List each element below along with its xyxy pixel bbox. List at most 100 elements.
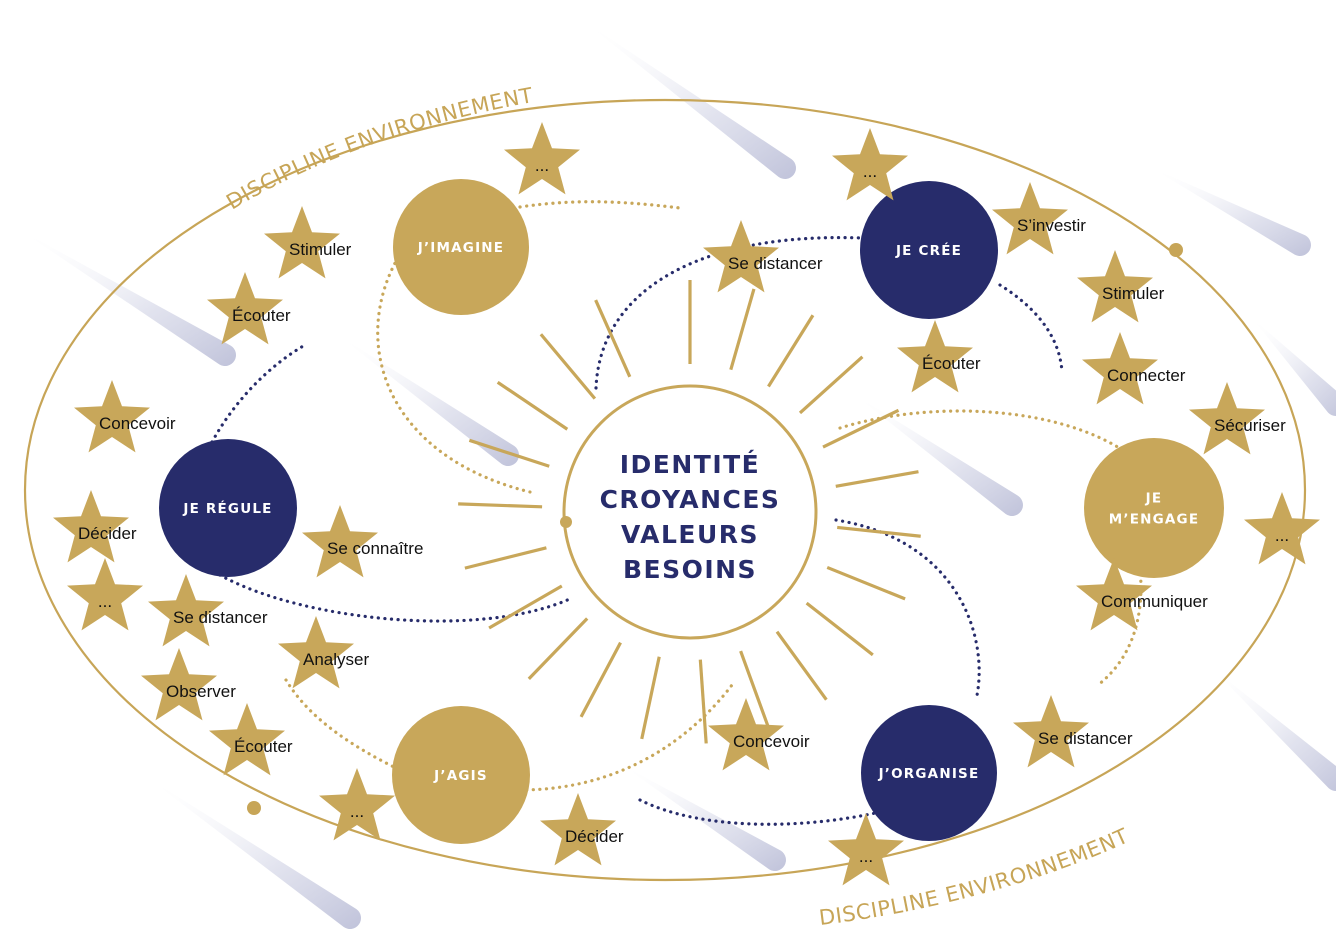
star-item: Décider xyxy=(540,793,624,866)
sun-ray xyxy=(579,641,622,718)
star-item: Écouter xyxy=(209,703,293,776)
star-label: Écouter xyxy=(234,737,293,756)
sun-ray xyxy=(822,408,900,449)
sun-ray xyxy=(837,525,921,538)
star-icon xyxy=(1077,250,1153,323)
node-circle xyxy=(392,706,530,844)
star-label: ... xyxy=(350,802,364,821)
star-item: Écouter xyxy=(207,272,291,345)
node-agis: J’AGIS xyxy=(392,706,530,844)
star-icon xyxy=(264,206,340,279)
star-item: ... xyxy=(319,768,395,841)
outer-ellipse xyxy=(23,98,1307,882)
star-icon xyxy=(53,490,129,563)
sun-ray xyxy=(805,601,874,657)
node-cree: JE CRÉE xyxy=(860,181,998,319)
orbit-arc xyxy=(998,283,1064,374)
node-label: J’ORGANISE xyxy=(878,766,980,782)
sun-ray xyxy=(767,314,815,388)
center-line: IDENTITÉ xyxy=(620,450,761,479)
orbit-arc xyxy=(834,518,981,702)
comet-icon xyxy=(1212,668,1336,791)
comet-icon xyxy=(1252,318,1336,416)
star-label: Se distancer xyxy=(173,608,268,627)
center-line: BESOINS xyxy=(623,555,757,584)
star-item: Stimuler xyxy=(264,206,352,279)
star-item: Se distancer xyxy=(1013,695,1133,768)
sun-ray xyxy=(798,355,864,415)
sun-ray xyxy=(835,470,919,488)
star-icon xyxy=(504,122,580,195)
orbit-arc xyxy=(284,678,402,772)
node-label: J’IMAGINE xyxy=(417,240,504,256)
star-label: Se connaître xyxy=(327,539,423,558)
center-dot xyxy=(560,516,572,528)
center-line: CROYANCES xyxy=(600,485,781,514)
star-item: Analyser xyxy=(278,616,369,689)
node-circle xyxy=(393,179,529,315)
star-item: ... xyxy=(504,122,580,195)
star-item: Écouter xyxy=(897,320,981,393)
star-icon xyxy=(1013,695,1089,768)
orbit-arc xyxy=(594,235,864,390)
sun-ray xyxy=(775,630,828,701)
star-item: Connecter xyxy=(1082,332,1186,405)
node-circle xyxy=(860,181,998,319)
sun-ray xyxy=(468,438,550,468)
star-icon xyxy=(207,272,283,345)
ellipse-end-dot xyxy=(247,801,261,815)
star-icon xyxy=(992,182,1068,255)
star-icon xyxy=(302,505,378,578)
node-circle xyxy=(861,705,997,841)
star-item: Observer xyxy=(141,648,236,721)
star-item: ... xyxy=(832,128,908,201)
star-label: Écouter xyxy=(922,354,981,373)
star-icon xyxy=(148,574,224,647)
comet-icon xyxy=(338,335,519,466)
star-item: Communiquer xyxy=(1076,558,1208,631)
star-label: Observer xyxy=(166,682,236,701)
star-label: ... xyxy=(535,156,549,175)
comet-icon xyxy=(20,230,236,366)
sun-ray xyxy=(594,299,632,378)
star-label: Sécuriser xyxy=(1214,416,1286,435)
star-icon xyxy=(141,648,217,721)
star-icon xyxy=(1082,332,1158,405)
node-circle xyxy=(1084,438,1224,578)
stars-layer: ...StimulerÉcouterConcevoirDécider...Se … xyxy=(53,122,1320,886)
star-item: Se distancer xyxy=(148,574,268,647)
star-label: Analyser xyxy=(303,650,369,669)
star-item: ... xyxy=(67,558,143,631)
star-item: Concevoir xyxy=(74,380,176,453)
star-label: Décider xyxy=(78,524,137,543)
star-icon xyxy=(828,813,904,886)
star-label: Décider xyxy=(565,827,624,846)
sun-ray xyxy=(739,650,771,731)
node-label: J’AGIS xyxy=(433,768,488,784)
node-imagine: J’IMAGINE xyxy=(393,179,529,315)
sun-ray xyxy=(729,288,756,371)
star-item: ... xyxy=(1244,492,1320,565)
star-item: Stimuler xyxy=(1077,250,1165,323)
star-item: Sécuriser xyxy=(1189,382,1286,455)
star-item: S’investir xyxy=(992,182,1086,255)
star-label: Stimuler xyxy=(289,240,352,259)
sun-rays-layer xyxy=(458,280,921,744)
star-label: Concevoir xyxy=(99,414,176,433)
star-icon xyxy=(1189,382,1265,455)
sun-ray xyxy=(826,565,906,601)
star-label: Connecter xyxy=(1107,366,1186,385)
star-label: Écouter xyxy=(232,306,291,325)
comet-icon xyxy=(855,395,1023,516)
star-icon xyxy=(540,793,616,866)
orbit-arc xyxy=(518,683,734,792)
star-icon xyxy=(1244,492,1320,565)
node-regule: JE RÉGULE xyxy=(159,439,297,577)
star-icon xyxy=(703,220,779,293)
star-label: ... xyxy=(98,592,112,611)
